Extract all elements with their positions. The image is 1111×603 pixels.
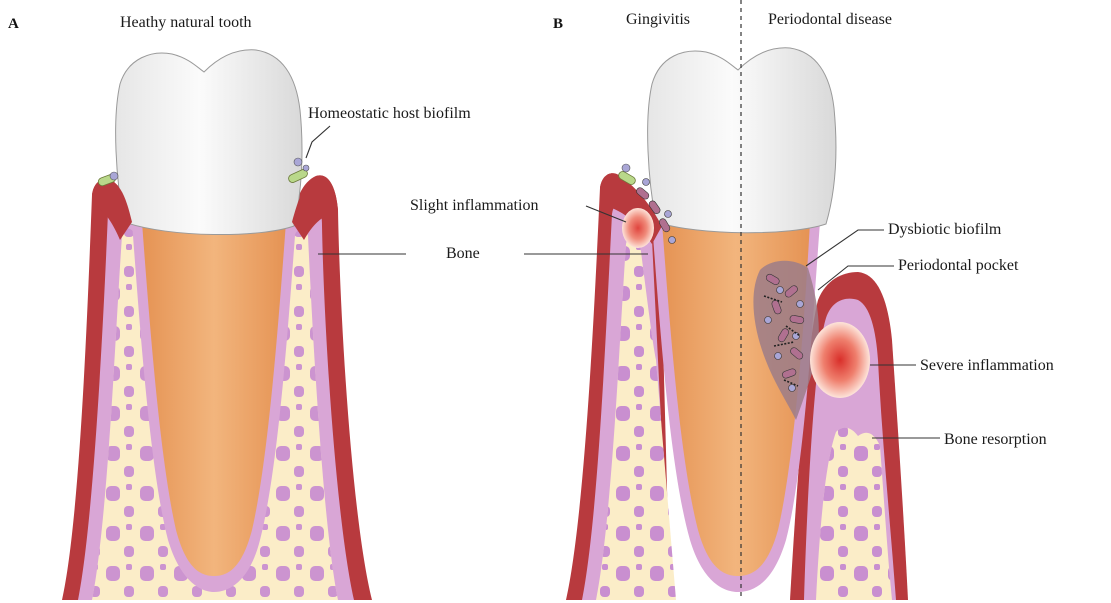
panel-a-letter: A [8,16,19,32]
label-periodontal-pocket: Periodontal pocket [898,257,1019,274]
crown-a [116,50,302,235]
label-bone-resorption: Bone resorption [944,431,1047,448]
panel-b-title-periodontal: Periodontal disease [768,11,892,28]
leader-homeostatic-biofilm [306,126,330,158]
panel-a-title: Heathy natural tooth [120,14,252,31]
panel-a: A Heathy natural tooth Homeostatic host … [8,14,480,600]
label-bone-a: Bone [446,245,480,262]
label-homeostatic-biofilm: Homeostatic host biofilm [308,105,471,122]
panel-b-letter: B [553,16,563,32]
severe-inflammation-spot [810,322,870,398]
label-dysbiotic-biofilm: Dysbiotic biofilm [888,221,1002,238]
label-slight-inflammation: Slight inflammation [410,197,538,214]
label-severe-inflammation: Severe inflammation [920,357,1054,374]
panel-b: B Gingivitis Periodontal disease Slight … [410,0,1054,600]
panel-b-title-gingivitis: Gingivitis [626,11,690,28]
crown-b [648,48,836,233]
slight-inflammation-spot [622,208,654,248]
